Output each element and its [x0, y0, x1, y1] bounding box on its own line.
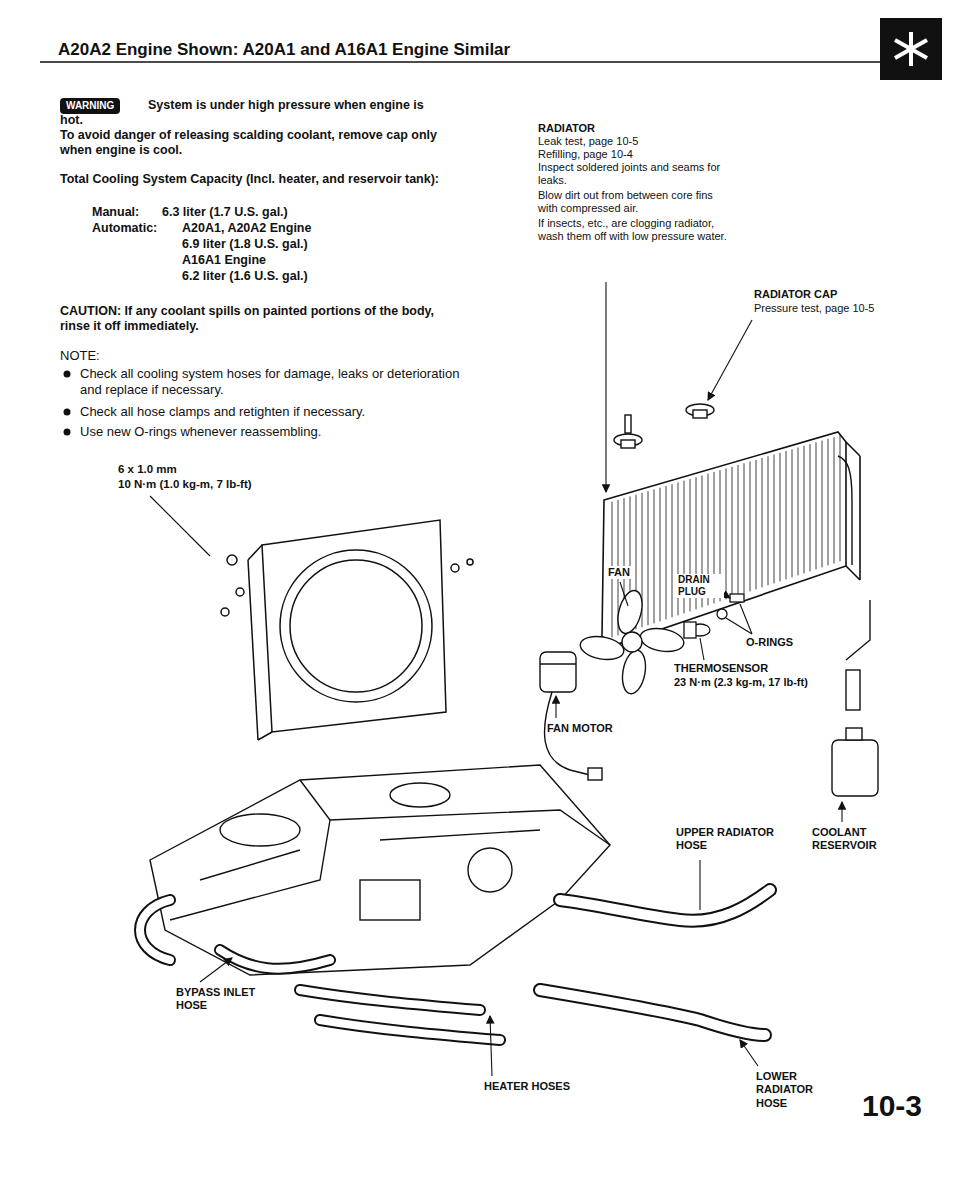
capacity-heading: Total Cooling System Capacity (Incl. hea…: [60, 172, 460, 187]
callout-note: Inspect soldered joints and seams for le…: [538, 161, 728, 188]
warning-text: System is under high pressure when engin…: [60, 98, 450, 129]
part-name: UPPER RADIATOR HOSE: [676, 826, 796, 853]
capacity-value: 6.3 liter (1.7 U.S. gal.): [162, 205, 288, 220]
warning-text: To avoid danger of releasing scalding co…: [60, 128, 450, 159]
part-name: DRAIN PLUG: [676, 574, 724, 598]
capacity-value: 6.2 liter (1.6 U.S. gal.): [182, 269, 308, 284]
radiator: [602, 432, 860, 646]
fan-shroud: [221, 520, 473, 740]
hoses: [140, 890, 770, 1040]
part-name: FAN MOTOR: [547, 722, 613, 735]
drain-plug-parts: [684, 594, 744, 638]
fan: [578, 588, 685, 696]
part-name: COOLANT RESERVOIR: [812, 826, 902, 853]
capacity-engine: A16A1 Engine: [182, 253, 266, 268]
part-name: LOWER RADIATOR HOSE: [756, 1070, 846, 1110]
radiator-cap: [614, 404, 714, 448]
engine: [150, 765, 610, 975]
callout-note: Leak test, page 10-5: [538, 135, 638, 148]
note-item: Check all hose clamps and retighten if n…: [80, 404, 470, 420]
torque-spec: 10 N·m (1.0 kg-m, 7 lb-ft): [118, 477, 252, 491]
section-icon: [880, 18, 942, 80]
part-name: BYPASS INLET HOSE: [176, 986, 256, 1013]
callout-note: Refilling, page 10-4: [538, 148, 633, 161]
caution-note: CAUTION: If any coolant spills on painte…: [60, 304, 460, 335]
callout-note: Pressure test, page 10-5: [754, 302, 874, 315]
capacity-key: Manual:: [92, 205, 139, 220]
callout-note: Blow dirt out from between core fins wit…: [538, 189, 728, 216]
capacity-value: 6.9 liter (1.8 U.S. gal.): [182, 237, 308, 252]
bolt-size: 6 x 1.0 mm: [118, 462, 177, 476]
part-name: RADIATOR: [538, 122, 595, 135]
note-heading: NOTE:: [60, 348, 100, 364]
bullet-dots: [64, 371, 71, 436]
part-name: O-RINGS: [744, 636, 795, 649]
fan-motor: [540, 652, 602, 780]
header-rule: [40, 61, 905, 63]
warning-badge: WARNING: [60, 98, 120, 114]
note-item: Use new O-rings whenever reassembling.: [80, 424, 470, 440]
part-name: THERMOSENSOR: [672, 662, 770, 675]
part-name: HEATER HOSES: [484, 1080, 570, 1093]
part-name: FAN: [606, 566, 632, 579]
part-name: RADIATOR CAP: [754, 288, 837, 301]
capacity-key: Automatic:: [92, 221, 157, 236]
page-title: A20A2 Engine Shown: A20A1 and A16A1 Engi…: [58, 40, 758, 61]
coolant-reservoir: [832, 456, 878, 796]
section-icon-star: [895, 32, 927, 66]
torque-spec: 23 N·m (2.3 kg-m, 17 lb-ft): [672, 676, 810, 689]
page-number: 10-3: [862, 1088, 922, 1125]
note-item: Check all cooling system hoses for damag…: [80, 366, 470, 398]
capacity-engine: A20A1, A20A2 Engine: [182, 221, 311, 236]
leader-lines: [150, 282, 842, 1076]
callout-note: If insects, etc., are clogging radiator,…: [538, 217, 728, 244]
